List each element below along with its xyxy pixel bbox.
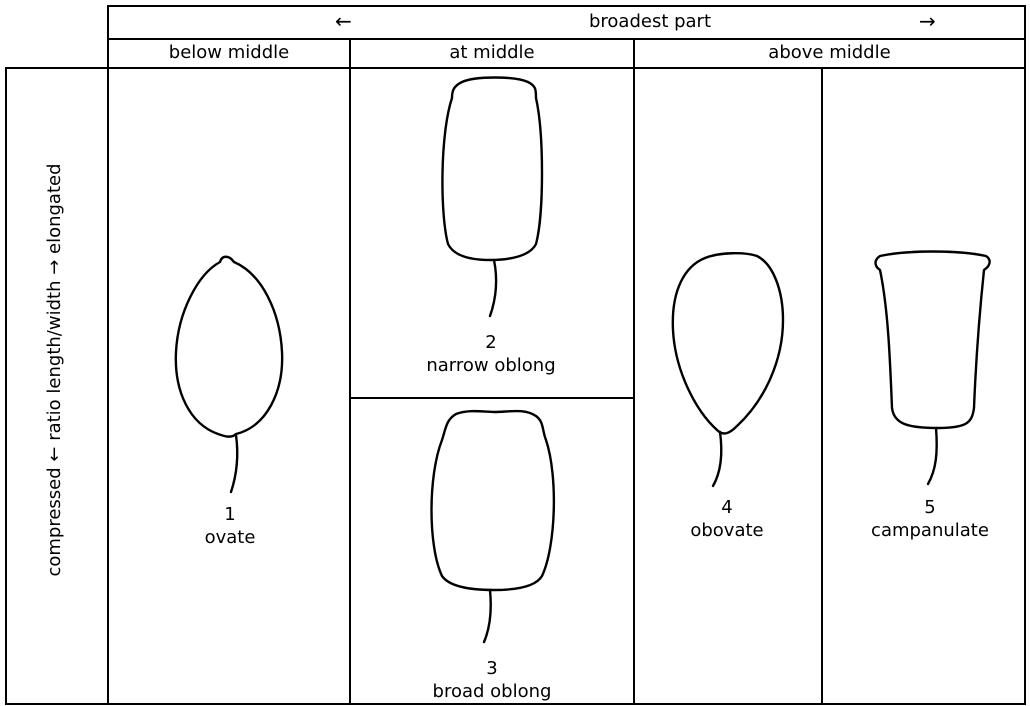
shape-2-name: narrow oblong	[426, 355, 556, 376]
at-above-divider	[633, 38, 635, 705]
row-axis-label: compressed ← ratio length/width → elonga…	[44, 163, 65, 577]
left-arrow: ←	[335, 9, 352, 33]
table-right-border	[1024, 5, 1026, 705]
column-header-above-middle: above middle	[768, 42, 891, 63]
header-row-divider	[107, 38, 1026, 40]
ovate-fruit-outline-icon	[174, 255, 284, 494]
shape-4-name: obovate	[690, 520, 764, 541]
shape-4-label: 4 obovate	[627, 496, 827, 542]
shape-1-label: 1 ovate	[130, 503, 330, 549]
column-header-below-middle: below middle	[168, 42, 290, 63]
header-title: broadest part	[588, 11, 712, 32]
shape-1-number: 1	[224, 504, 236, 525]
middle-row-divider	[349, 397, 635, 399]
shape-2-number: 2	[485, 332, 497, 353]
obovate-fruit-outline-icon	[671, 252, 785, 488]
broad-oblong-fruit-outline-icon	[430, 409, 556, 644]
shape-3-number: 3	[486, 658, 498, 679]
header-bottom-border	[5, 67, 1026, 69]
above-inner-divider	[821, 67, 823, 705]
table-top-border	[107, 5, 1026, 7]
shape-4-number: 4	[721, 497, 733, 518]
shape-2-label: 2 narrow oblong	[391, 331, 591, 377]
shape-5-number: 5	[924, 497, 936, 518]
shape-3-label: 3 broad oblong	[392, 657, 592, 703]
narrow-oblong-fruit-outline-icon	[441, 76, 544, 318]
campanulate-fruit-outline-icon	[874, 250, 991, 486]
shape-5-name: campanulate	[871, 520, 989, 541]
column-header-at-middle: at middle	[449, 42, 535, 63]
shape-3-name: broad oblong	[432, 681, 552, 702]
table-left-border	[5, 67, 7, 705]
right-arrow: →	[919, 9, 936, 33]
label-column-divider	[107, 5, 109, 705]
shape-5-label: 5 campanulate	[830, 496, 1030, 542]
below-at-divider	[349, 38, 351, 705]
shape-1-name: ovate	[204, 527, 256, 548]
table-bottom-border	[5, 703, 1026, 705]
